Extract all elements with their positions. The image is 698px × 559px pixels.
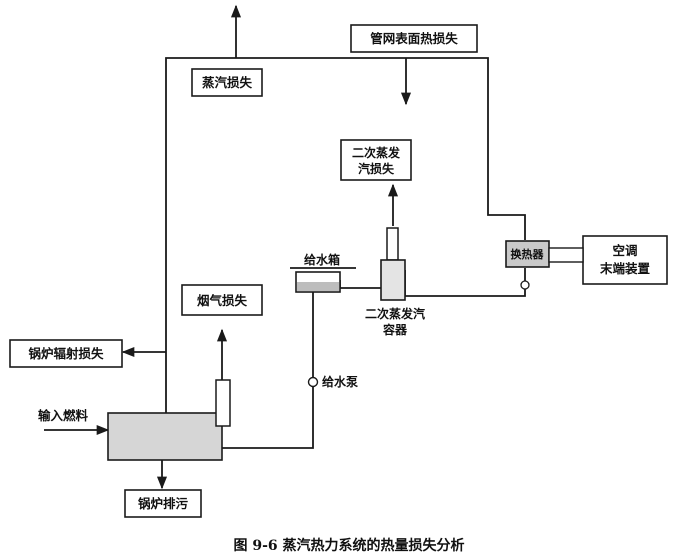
pipe-surface-loss-label: 管网表面热损失 (370, 31, 458, 46)
flash-to-tank-line (339, 280, 383, 289)
figure-caption: 图 9-6 蒸汽热力系统的热量损失分析 (233, 537, 464, 554)
heat-exchanger-label: 换热器 (511, 247, 545, 261)
flue-gas-loss-box (181, 284, 263, 316)
ac-terminal-label-2: 末端装置 (599, 261, 651, 276)
flash-vessel-label-1: 二次蒸发汽 (365, 306, 425, 321)
flue-gas-loss-label: 烟气损失 (197, 293, 248, 308)
boiler-blowdown-box (124, 489, 202, 518)
feedwater-tank-label: 给水箱 (304, 252, 340, 267)
return-valve-icon (520, 280, 530, 290)
flash-vessel-label-2: 容器 (382, 322, 408, 337)
boiler-chimney (215, 379, 231, 427)
secondary-flash-loss-label-1: 二次蒸发 (352, 145, 401, 160)
ac-terminal-box (582, 235, 668, 285)
pipe-surface-loss-box (350, 24, 478, 53)
boiler-blowdown-label: 锅炉排污 (138, 496, 189, 511)
boiler-radiation-loss-box (9, 339, 123, 368)
secondary-flash-vessel (380, 259, 406, 301)
main-steam-pipe (165, 57, 526, 438)
feedwater-pump-icon (307, 376, 319, 388)
secondary-flash-loss-box (340, 139, 412, 181)
condensate-return-line (404, 268, 526, 297)
flash-vessel-riser (386, 227, 399, 261)
boiler-radiation-loss-label: 锅炉辐射损失 (28, 346, 104, 361)
boiler (107, 412, 223, 461)
steam-loss-label: 蒸汽损失 (202, 75, 253, 90)
steam-loss-box (191, 68, 263, 97)
ac-terminal-label-1: 空调 (612, 243, 637, 258)
feedwater-tank-water (297, 282, 339, 291)
feedwater-line (222, 292, 314, 449)
fuel-input-label: 输入燃料 (38, 408, 89, 423)
secondary-flash-loss-label-2: 汽损失 (358, 161, 395, 176)
heat-exchanger-connector (548, 247, 584, 263)
feedwater-pump-label: 给水泵 (322, 374, 358, 389)
